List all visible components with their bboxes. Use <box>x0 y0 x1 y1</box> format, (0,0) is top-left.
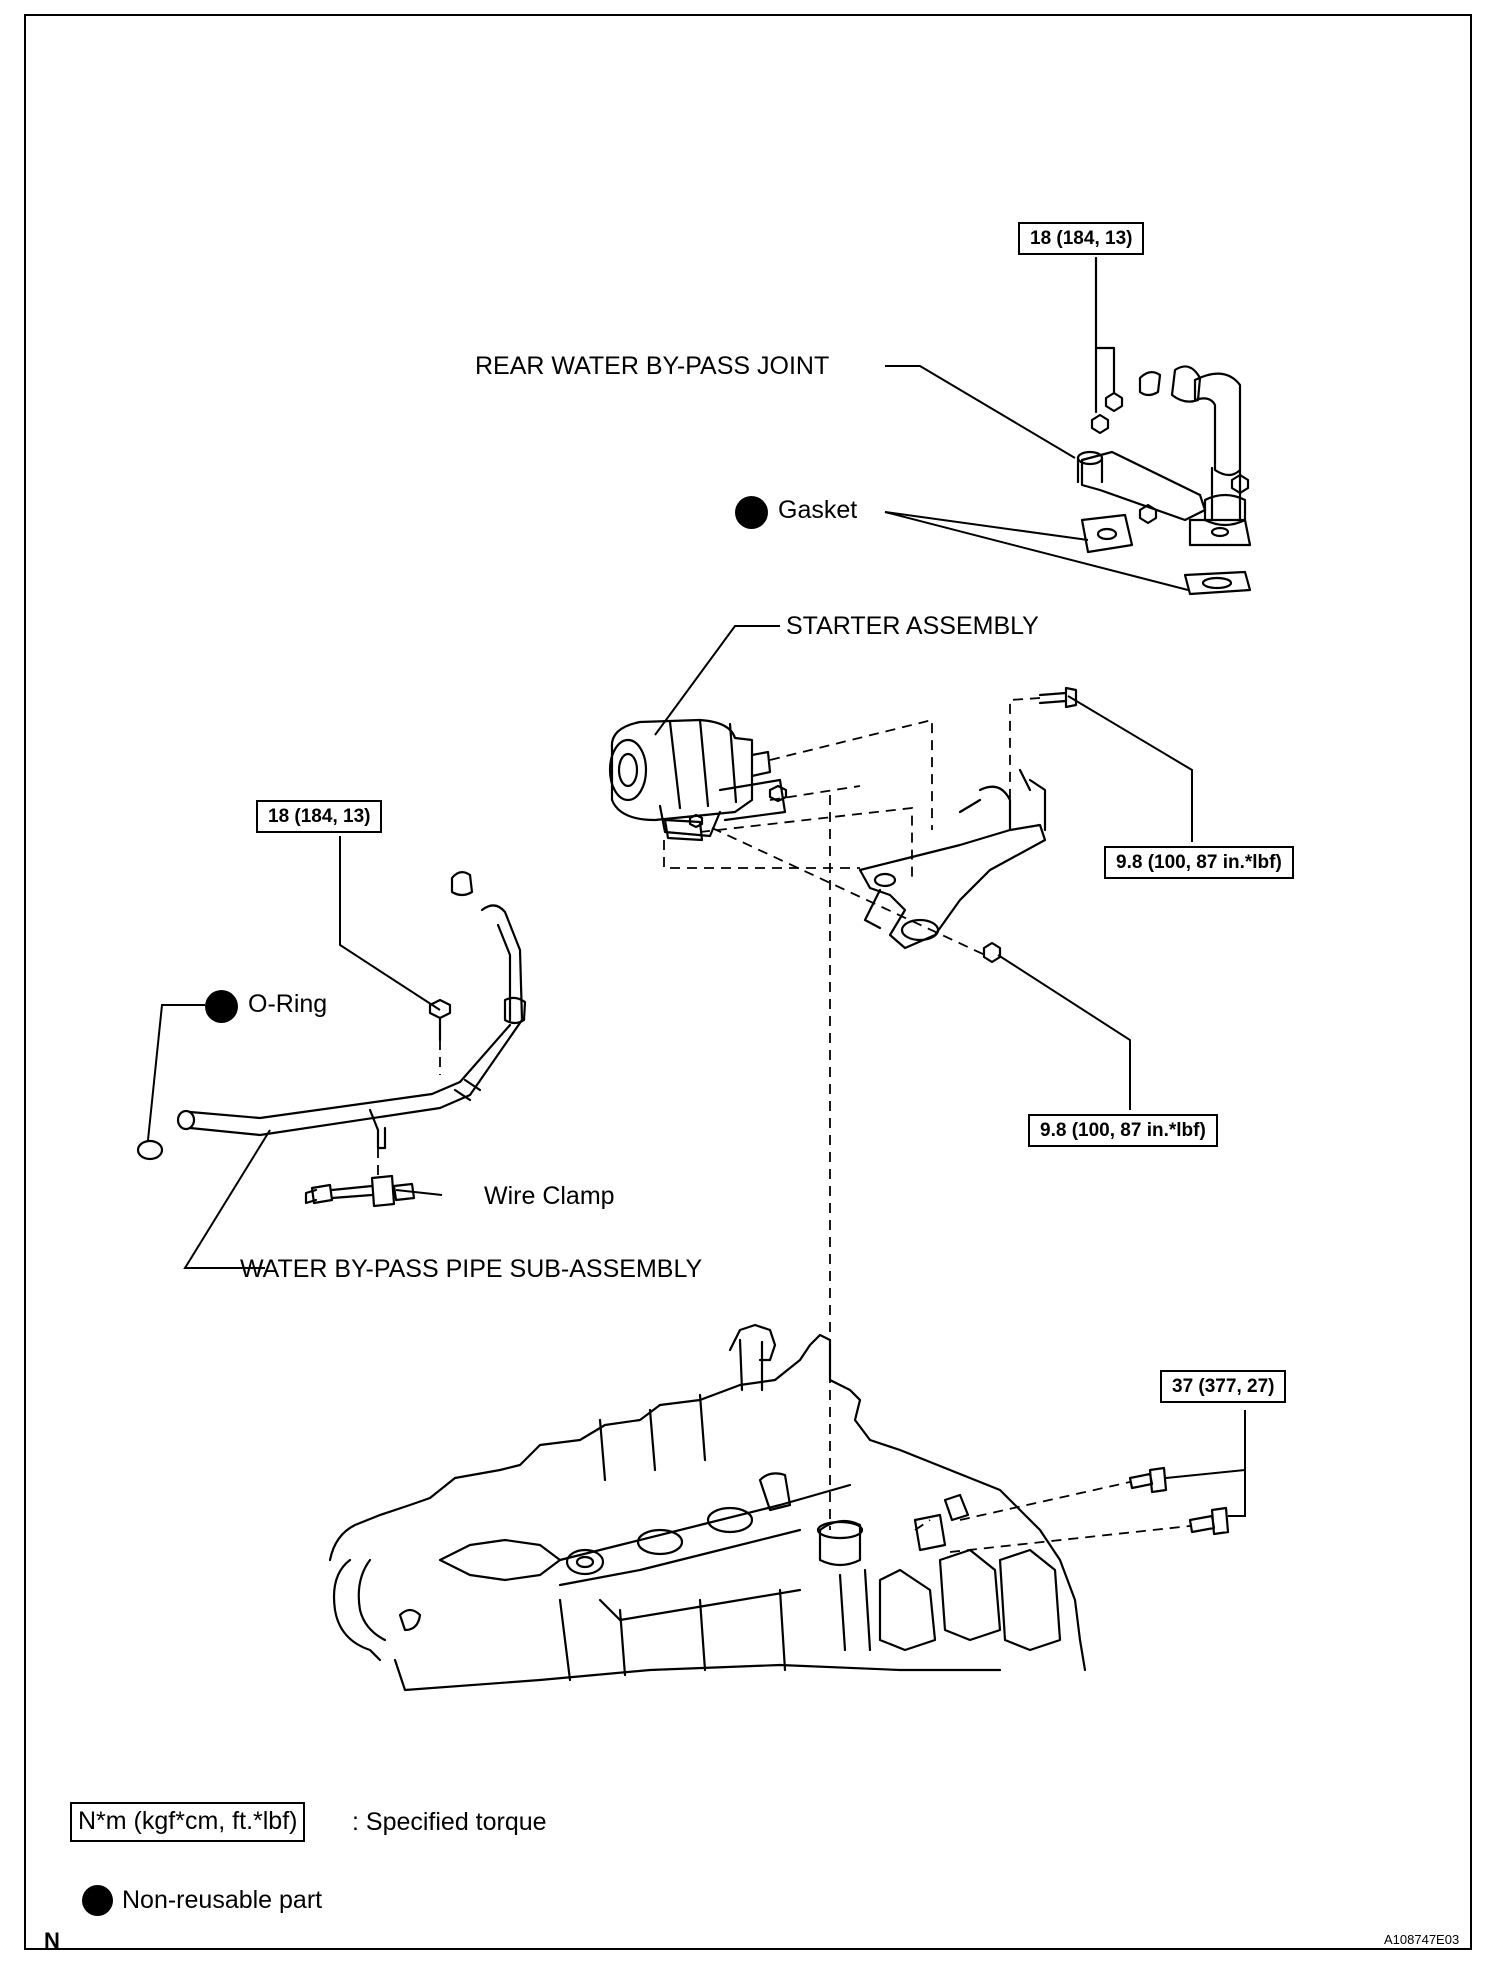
starter-nut-drawing <box>982 941 1002 964</box>
label-starter-assembly: STARTER ASSEMBLY <box>786 612 1039 640</box>
nonreusable-marker-o-ring <box>205 990 238 1023</box>
label-o-ring: O-Ring <box>248 990 328 1018</box>
torque-spec-pipe-bolt: 18 (184, 13) <box>256 800 383 833</box>
rear-water-bypass-joint-drawing <box>1076 256 1252 596</box>
legend-torque-text: : Specified torque <box>352 1808 547 1836</box>
engine-bolt-1-drawing <box>1128 1466 1168 1494</box>
label-water-bypass-pipe: WATER BY-PASS PIPE SUB-ASSEMBLY <box>240 1255 703 1283</box>
leader-lines <box>147 365 1246 1517</box>
engine-block-drawing <box>328 1323 1087 1692</box>
corner-code: N <box>44 1928 60 1953</box>
water-bypass-pipe-drawing <box>136 871 527 1208</box>
legend-torque-box: N*m (kgf*cm, ft.*lbf) <box>70 1802 306 1842</box>
legend-nonreusable-marker <box>82 1885 113 1916</box>
starter-assembly-drawing <box>608 718 788 842</box>
starter-bracket-drawing <box>858 768 1047 950</box>
label-gasket: Gasket <box>778 496 858 524</box>
starter-bolt-top-drawing <box>1038 686 1078 709</box>
engine-bolt-2-drawing <box>1188 1506 1230 1536</box>
torque-spec-rear-joint: 18 (184, 13) <box>1018 222 1145 255</box>
torque-spec-starter-bolt: 9.8 (100, 87 in.*lbf) <box>1104 846 1294 879</box>
figure-frame <box>24 14 1472 1950</box>
nonreusable-marker-gasket <box>735 496 768 529</box>
torque-spec-starter-nut: 9.8 (100, 87 in.*lbf) <box>1028 1114 1218 1147</box>
label-wire-clamp: Wire Clamp <box>484 1182 615 1210</box>
torque-spec-engine-bolts: 37 (377, 27) <box>1160 1370 1287 1403</box>
assembly-guide-lines <box>377 697 1191 1553</box>
legend-nonreusable-text: Non-reusable part <box>122 1886 323 1914</box>
label-rear-water-bypass-joint: REAR WATER BY-PASS JOINT <box>475 352 830 380</box>
figure-id: A108747E03 <box>1384 1932 1460 1947</box>
